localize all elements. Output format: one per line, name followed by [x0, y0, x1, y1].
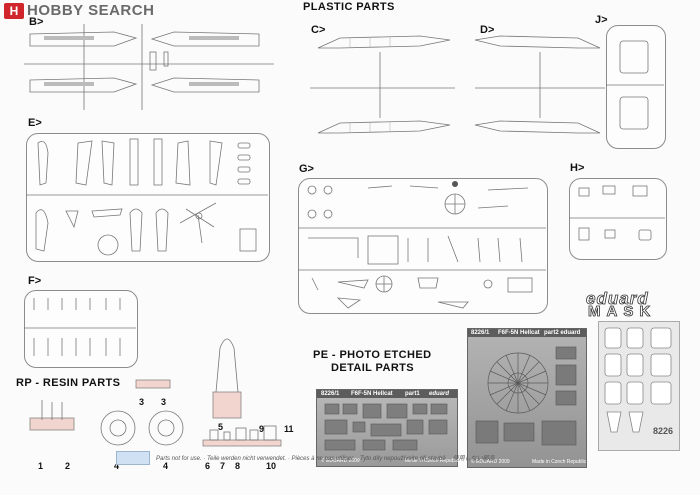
sprue-j-label: J> [595, 14, 608, 26]
resin-number-1: 1 [38, 461, 44, 471]
pe2-title: F6F-5N Hellcat [498, 330, 540, 336]
sprue-c-drawing [310, 35, 455, 134]
resin-number-8: 8 [235, 461, 241, 471]
resin-number-7: 7 [220, 461, 226, 471]
pe2-part: part2 eduard [544, 330, 581, 336]
plastic-parts-heading: PLASTIC PARTS [303, 1, 395, 13]
logo-text: HOBBY SEARCH [27, 2, 155, 19]
mask-sheet: 8226 [598, 321, 680, 451]
mask-code: 8226 [653, 426, 674, 436]
sprue-f-frame [24, 290, 138, 368]
resin-parts-drawing [29, 338, 282, 447]
mask-outlines [604, 327, 672, 433]
resin-number-5: 5 [218, 422, 224, 432]
sprue-d-label: D> [480, 24, 495, 36]
resin-number-11: 11 [284, 424, 294, 434]
sprue-e-parts [26, 138, 268, 256]
pe1-title: F6F-5N Hellcat [351, 391, 393, 397]
pe1-made: Made in Czech Republic [405, 458, 460, 464]
sprue-e-label: E> [28, 117, 42, 129]
mask-word: MASK [588, 303, 657, 321]
pe2-made: Made in Czech Republic [532, 459, 587, 465]
mask-brand: eduard [586, 289, 649, 309]
resin-number-2: 2 [65, 461, 71, 471]
resin-number-4b: 4 [163, 461, 169, 471]
sprue-g-label: G> [299, 163, 314, 175]
unused-parts-notice: Parts not for use. · Teile werden nicht … [156, 456, 495, 462]
pe-heading-line1: PE - PHOTO ETCHED [313, 349, 432, 361]
sprue-g-frame [298, 178, 548, 314]
sprue-j-parts [606, 40, 664, 130]
pe-fret-2: 8226/1 F6F-5N Hellcat part2 eduard © EDU… [467, 328, 587, 468]
pe2-copyright: © EDUARD 2009 [471, 459, 510, 465]
pe2-parts [475, 346, 577, 446]
sprue-b-label: B> [29, 16, 44, 28]
pe1-parts [324, 403, 448, 451]
resin-number-6: 6 [205, 461, 211, 471]
sprue-h-label: H> [570, 162, 585, 174]
hobby-search-logo: H HOBBY SEARCH [4, 2, 154, 19]
resin-number-10: 10 [266, 461, 277, 471]
pe2-code: 8226/1 [471, 330, 490, 336]
sprue-f-parts [24, 298, 136, 356]
pe1-code: 8226/1 [321, 391, 340, 397]
resin-number-4a: 4 [114, 461, 120, 471]
sprue-j-frame [606, 25, 666, 149]
logo-mark: H [4, 2, 24, 19]
resin-number-3a: 3 [139, 397, 145, 407]
pe1-part: part1 [405, 391, 420, 397]
sprue-c-label: C> [311, 24, 326, 36]
pe1-copyright: © EDUARD 2009 [321, 458, 360, 464]
resin-number-9: 9 [259, 424, 265, 434]
unused-parts-swatch [116, 451, 150, 465]
sprue-b-drawing [24, 24, 274, 110]
sprue-d-drawing [474, 35, 605, 134]
resin-parts-heading: RP - RESIN PARTS [16, 377, 121, 389]
pe-heading-line2: DETAIL PARTS [331, 362, 415, 374]
sprue-e-frame [26, 133, 270, 262]
pe-fret-1: 8226/1 F6F-5N Hellcat part1 eduard © EDU… [316, 389, 460, 467]
pe1-brand: eduard [429, 391, 450, 397]
sprue-h-frame [569, 178, 667, 260]
sprue-f-label: F> [28, 275, 42, 287]
resin-number-3b: 3 [161, 397, 167, 407]
sprue-g-parts [298, 181, 546, 309]
sprue-h-parts [569, 185, 665, 241]
